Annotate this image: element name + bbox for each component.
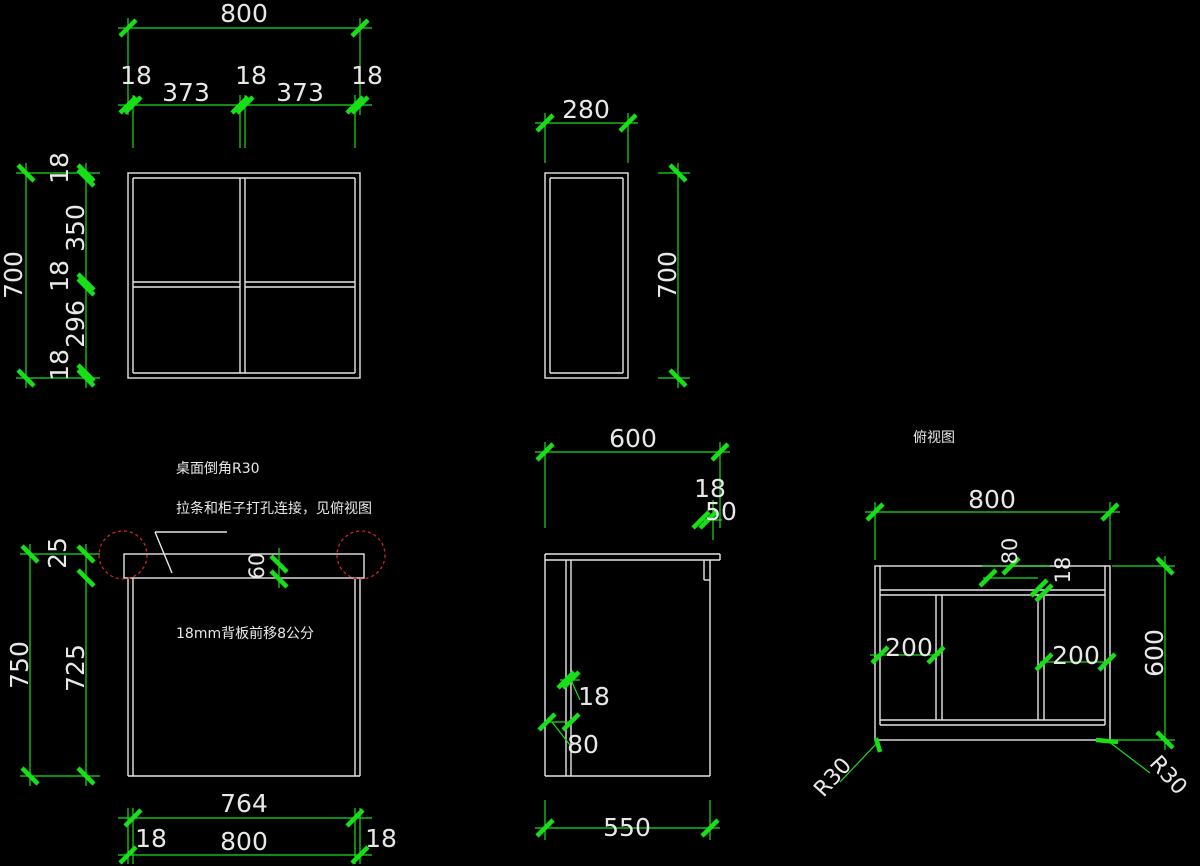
dim-front-h2: 350 xyxy=(61,204,90,252)
chamfer-marker-left xyxy=(98,530,148,580)
dim-top-board: 18 xyxy=(1051,557,1075,584)
dim-desk-top-thickness: 25 xyxy=(43,537,72,569)
dimension-lines xyxy=(535,442,730,840)
top-view-caption: 俯视图 xyxy=(913,430,955,446)
dimension-lines xyxy=(535,113,690,388)
dim-desk-height-total: 750 xyxy=(5,641,34,689)
dim-top-radius-left: R30 xyxy=(809,753,857,802)
cabinet-side-view: 280 700 xyxy=(535,95,690,388)
dim-front-w1: 18 xyxy=(120,61,152,90)
dim-front-h3: 18 xyxy=(45,260,74,292)
note-chamfer: 桌面倒角R30 xyxy=(176,461,260,477)
desk-top-view: 俯视图 xyxy=(809,430,1191,802)
dim-front-w2: 373 xyxy=(162,78,210,107)
dim-front-h1: 18 xyxy=(45,152,74,184)
dimension-lines xyxy=(16,18,372,388)
dim-front-w3: 18 xyxy=(235,61,267,90)
desk-side-view: 600 18 50 18 80 550 xyxy=(535,424,737,842)
dim-top-depth: 600 xyxy=(1140,629,1169,677)
note-rail-connection: 拉条和柜子打孔连接，见俯视图 xyxy=(176,500,372,517)
dim-side-depth: 280 xyxy=(562,95,610,124)
dim-front-w5: 18 xyxy=(351,61,383,90)
cabinet-side-outline xyxy=(544,172,629,379)
dim-desk-width-total: 800 xyxy=(220,827,268,856)
dim-top-width: 800 xyxy=(968,485,1016,514)
dim-front-w4: 373 xyxy=(276,78,324,107)
dim-front-h5: 18 xyxy=(45,349,74,381)
dim-front-width-total: 800 xyxy=(220,0,268,28)
dim-front-h4: 296 xyxy=(61,300,90,348)
dim-top-right-gap: 200 xyxy=(1052,641,1100,670)
dim-top-radius-right: R30 xyxy=(1144,751,1192,800)
dim-desk-body-height: 725 xyxy=(61,644,90,692)
desk-front-outline xyxy=(123,531,365,777)
dim-top-rail: 80 xyxy=(998,538,1022,565)
dim-front-height-total: 700 xyxy=(0,251,28,299)
dim-desk-side-right: 18 xyxy=(365,824,397,853)
dim-desk-edge-b: 50 xyxy=(705,497,737,526)
dim-side-height: 700 xyxy=(653,251,682,299)
dimension-lines xyxy=(839,502,1175,783)
dim-desk-inner-width: 764 xyxy=(220,789,268,818)
dim-desk-edge-a: 18 xyxy=(694,474,726,503)
dim-desk-panel: 18 xyxy=(578,682,610,711)
chamfer-marker-right xyxy=(336,530,386,580)
dim-desk-side-left: 18 xyxy=(135,824,167,853)
dim-desk-depth-top: 600 xyxy=(609,424,657,453)
dim-top-left-gap: 200 xyxy=(885,633,933,662)
dim-desk-depth-body: 550 xyxy=(603,813,651,842)
cabinet-front-outline xyxy=(127,172,361,379)
dim-desk-offset: 80 xyxy=(567,730,599,759)
dimension-lines xyxy=(20,544,372,865)
dim-desk-rail: 60 xyxy=(245,553,269,580)
note-back-panel: 18mm背板前移8公分 xyxy=(176,625,314,642)
cabinet-front-view: 800 18 373 18 373 18 700 18 350 18 296 1… xyxy=(0,0,383,388)
desk-front-view: 桌面倒角R30 拉条和柜子打孔连接，见俯视图 18mm背板前移8公分 xyxy=(5,461,397,865)
